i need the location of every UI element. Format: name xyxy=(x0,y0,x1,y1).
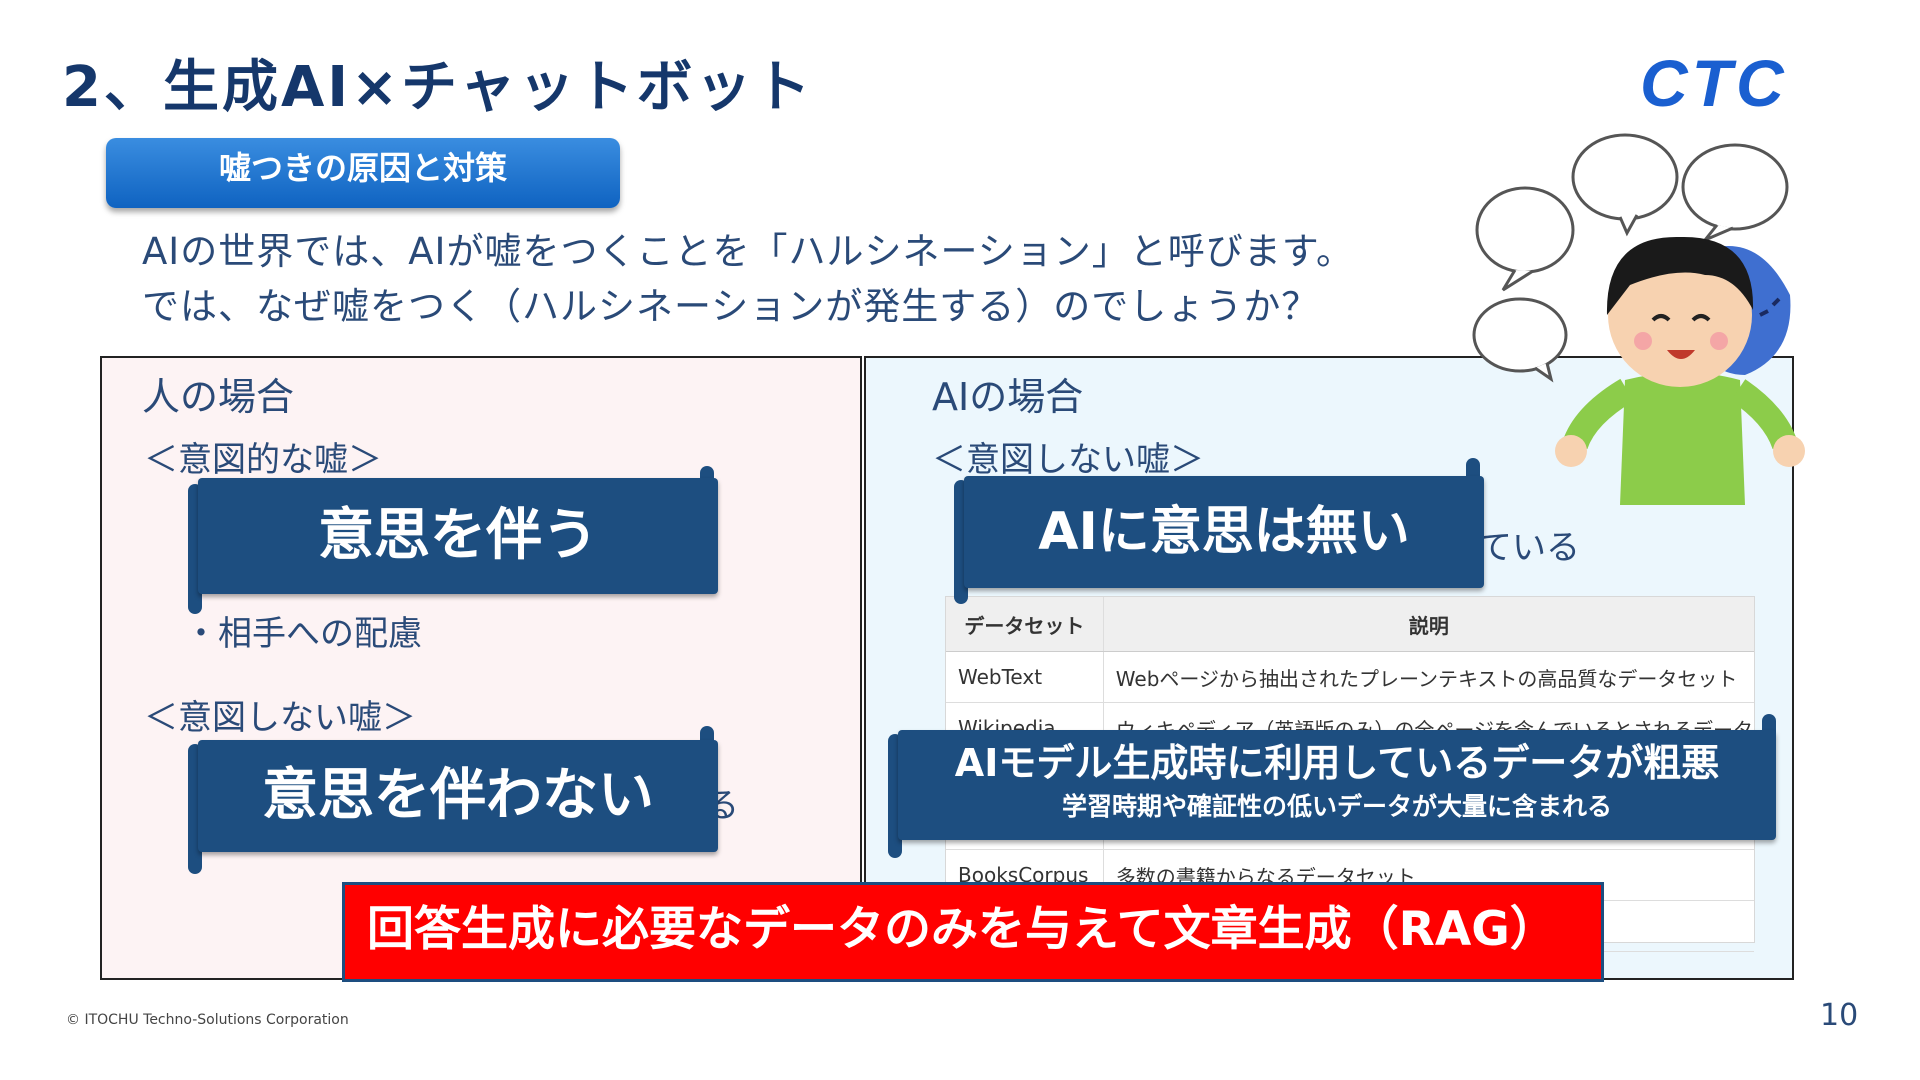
banner-poor-data-line1: AIモデル生成時に利用しているデータが粗悪 xyxy=(954,741,1720,785)
banner-with-intent: 意思を伴う xyxy=(198,478,718,594)
table-header-row: データセット 説明 xyxy=(946,597,1754,652)
ai-case-heading: AIの場合 xyxy=(932,375,1084,419)
unintentional-lie-heading-right: ＜意図しない嘘＞ xyxy=(932,440,1204,480)
rag-banner: 回答生成に必要なデータのみを与えて文章生成（RAG） xyxy=(342,882,1604,982)
bullet-consideration: ・相手への配慮 xyxy=(184,614,422,654)
intro-line-1: AIの世界では、AIが嘘をつくことを「ハルシネーション」と呼びます。 xyxy=(142,230,1355,273)
unintentional-lie-heading-left: ＜意図しない嘘＞ xyxy=(144,698,416,738)
banner-ai-no-intent: AIに意思は無い xyxy=(964,476,1484,588)
human-case-heading: 人の場合 xyxy=(142,375,295,419)
banner-poor-data: AIモデル生成時に利用しているデータが粗悪 学習時期や確証性の低いデータが大量に… xyxy=(898,730,1776,840)
table-cell-name: WebText xyxy=(946,651,1104,703)
intentional-lie-heading: ＜意図的な嘘＞ xyxy=(144,440,382,480)
intro-text: AIの世界では、AIが嘘をつくことを「ハルシネーション」と呼びます。 では、なぜ… xyxy=(142,224,1354,334)
banner-poor-data-line2: 学習時期や確証性の低いデータが大量に含まれる xyxy=(1061,792,1612,821)
svg-text:CTC: CTC xyxy=(1640,48,1788,118)
intro-line-2: では、なぜ嘘をつく（ハルシネーションが発生する）のでしょうか？ xyxy=(142,285,1320,328)
page-number: 10 xyxy=(1820,998,1859,1033)
speech-bubble-icon xyxy=(1472,133,1789,383)
human-case-panel xyxy=(100,356,862,980)
copyright: © ITOCHU Techno-Solutions Corporation xyxy=(66,1012,349,1028)
slide-title: 2、生成AI×チャットボット xyxy=(62,55,814,120)
partial-fragment-right: ている xyxy=(1478,528,1580,568)
person-illustration xyxy=(1555,236,1805,505)
table-cell-desc: Webページから抽出されたプレーンテキストの高品質なデータセット xyxy=(1103,651,1754,703)
banner-without-intent: 意思を伴わない xyxy=(198,740,718,852)
section-badge: 嘘つきの原因と対策 xyxy=(106,138,620,208)
table-header-description: 説明 xyxy=(1103,597,1754,652)
ctc-logo: CTC xyxy=(1640,48,1788,118)
table-header-dataset: データセット xyxy=(946,597,1104,652)
thinking-person-illustration xyxy=(1472,133,1805,505)
table-row: WebText Webページから抽出されたプレーンテキストの高品質なデータセット xyxy=(946,651,1754,703)
